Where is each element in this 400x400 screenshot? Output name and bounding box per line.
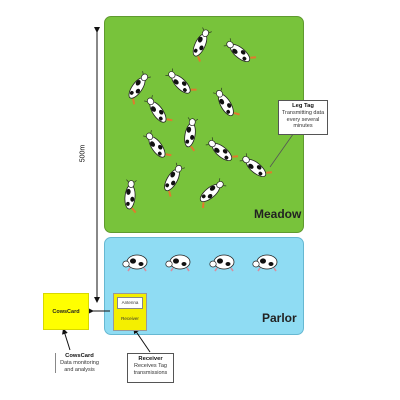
cowscard-box: CowsCard <box>43 293 89 330</box>
cowscard-caption: CowsCard Data monitoring and analysis <box>55 353 101 374</box>
receiver-device: Antenna Receiver <box>113 293 147 331</box>
cow-icon <box>194 177 229 210</box>
cow-icon <box>164 66 198 100</box>
receiver-callout: Receiver Receives Tag transmissions <box>127 353 174 383</box>
cowscard-caption-title: CowsCard <box>65 353 94 359</box>
cow-icon <box>204 134 239 167</box>
leg-tag-callout: Leg Tag Transmitting data every several … <box>278 100 328 135</box>
cow-icon <box>212 85 241 122</box>
receiver-callout-title: Receiver <box>138 356 163 362</box>
cow-icon <box>238 150 273 183</box>
cow-icon <box>142 128 173 164</box>
leg-tag-description: Transmitting data every several minutes <box>281 109 325 130</box>
cow-icon <box>143 93 174 129</box>
receiver-callout-description: Receives Tag transmissions <box>133 362 168 376</box>
cow-icon <box>159 161 188 198</box>
meadow-label: Meadow <box>254 207 302 221</box>
cow-icon <box>222 35 257 68</box>
cow-icon <box>122 178 140 214</box>
antenna-box: Antenna <box>117 297 143 309</box>
leg-tag-pointer <box>269 129 297 168</box>
cow-icon <box>188 26 215 63</box>
cowscard-caption-description: Data monitoring and analysis <box>60 359 99 373</box>
cow-icon <box>209 254 235 272</box>
cowscard-pointer <box>62 328 71 351</box>
cow-icon <box>122 254 148 272</box>
parlor-label: Parlor <box>262 311 297 325</box>
receiver-device-label: Receiver <box>121 316 139 321</box>
cow-icon <box>165 254 191 272</box>
receiver-pointer <box>133 327 151 353</box>
leg-tag-title: Leg Tag <box>292 103 314 109</box>
cow-icon <box>181 116 201 152</box>
cow-icon <box>252 254 278 272</box>
